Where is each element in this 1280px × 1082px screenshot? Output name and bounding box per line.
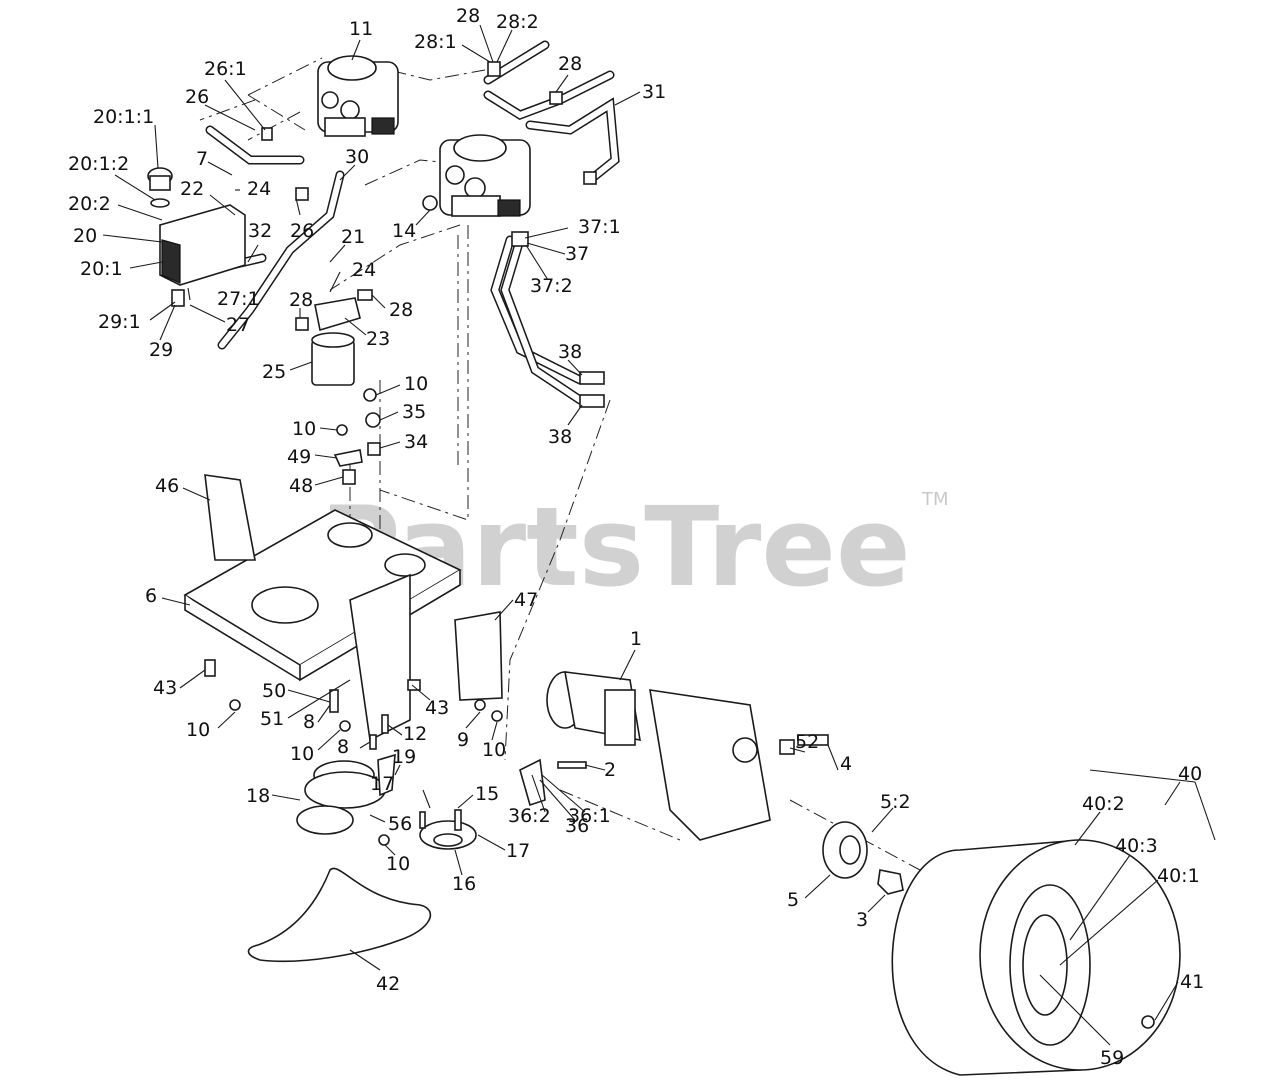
callout-10e: 10 bbox=[290, 743, 314, 765]
callout-46: 46 bbox=[155, 475, 179, 497]
callout-19: 19 bbox=[392, 746, 416, 768]
callout-14: 14 bbox=[392, 220, 416, 242]
callout-56: 56 bbox=[388, 813, 412, 835]
callout-31: 31 bbox=[642, 81, 666, 103]
callout-27-1: 27:1 bbox=[217, 288, 260, 310]
gearbox-motor bbox=[546, 671, 641, 746]
callout-28d: 28 bbox=[389, 299, 413, 321]
callout-40-1: 40:1 bbox=[1157, 865, 1200, 887]
callout-17b: 17 bbox=[506, 840, 530, 862]
misc-hardware bbox=[204, 659, 829, 846]
callout-43a: 43 bbox=[153, 677, 177, 699]
callout-38a: 38 bbox=[558, 341, 582, 363]
callout-8a: 8 bbox=[303, 711, 315, 733]
callout-17a: 17 bbox=[370, 773, 394, 795]
callout-labels: 11 28 28:2 28:1 28 31 26:1 26 20:1:1 30 … bbox=[68, 5, 1204, 1069]
callout-37-2: 37:2 bbox=[530, 275, 573, 297]
callout-49: 49 bbox=[287, 446, 311, 468]
callout-20-1: 20:1 bbox=[80, 258, 123, 280]
callout-21: 21 bbox=[341, 226, 365, 248]
callout-22: 22 bbox=[180, 178, 204, 200]
callout-10a: 10 bbox=[404, 373, 428, 395]
callout-24a: 24 bbox=[247, 178, 271, 200]
callout-12: 12 bbox=[403, 723, 427, 745]
callout-35: 35 bbox=[402, 401, 426, 423]
callout-26-1: 26:1 bbox=[204, 58, 247, 80]
oil-filter bbox=[311, 297, 361, 386]
callout-32: 32 bbox=[248, 220, 272, 242]
callout-20-1-2: 20:1:2 bbox=[68, 153, 129, 175]
mounting-frame bbox=[183, 509, 462, 742]
callout-3: 3 bbox=[856, 909, 868, 931]
callout-40-3: 40:3 bbox=[1115, 835, 1158, 857]
callout-28a: 28 bbox=[456, 5, 480, 27]
hydraulic-reservoir bbox=[147, 167, 246, 307]
callout-20-2: 20:2 bbox=[68, 193, 111, 215]
callout-8b: 8 bbox=[337, 736, 349, 758]
callout-27: 27 bbox=[226, 314, 250, 336]
callout-36-2: 36:2 bbox=[508, 805, 551, 827]
callout-16: 16 bbox=[452, 873, 476, 895]
callout-26a: 26 bbox=[185, 86, 209, 108]
callout-9: 9 bbox=[457, 729, 469, 751]
callout-6: 6 bbox=[145, 585, 157, 607]
callout-51: 51 bbox=[260, 708, 284, 730]
callout-34: 34 bbox=[404, 431, 428, 453]
callout-50: 50 bbox=[262, 680, 286, 702]
callout-42: 42 bbox=[376, 973, 400, 995]
callout-59: 59 bbox=[1100, 1047, 1124, 1069]
callout-43b: 43 bbox=[425, 697, 449, 719]
callout-18: 18 bbox=[246, 785, 270, 807]
callout-47: 47 bbox=[514, 589, 538, 611]
callout-10d: 10 bbox=[482, 739, 506, 761]
callout-28-2: 28:2 bbox=[496, 11, 539, 33]
callout-5-2: 5:2 bbox=[880, 791, 911, 813]
callout-36-1: 36:1 bbox=[568, 805, 611, 827]
fittings bbox=[261, 61, 605, 408]
callout-10b: 10 bbox=[292, 418, 316, 440]
callout-30: 30 bbox=[345, 146, 369, 168]
tire-wheel bbox=[891, 839, 1181, 1076]
callout-7: 7 bbox=[196, 148, 208, 170]
drive-belt bbox=[247, 867, 432, 963]
hardware-stack bbox=[333, 388, 381, 485]
hydraulic-pump-upper bbox=[317, 55, 399, 137]
hydraulic-pump-lower bbox=[439, 134, 531, 217]
callout-5: 5 bbox=[787, 889, 799, 911]
callout-26b: 26 bbox=[290, 220, 314, 242]
callout-10f: 10 bbox=[386, 853, 410, 875]
watermark-trademark: TM bbox=[921, 489, 949, 510]
callout-10c: 10 bbox=[186, 719, 210, 741]
callout-24b: 24 bbox=[352, 259, 376, 281]
callout-20-1-1: 20:1:1 bbox=[93, 106, 154, 128]
callout-15: 15 bbox=[475, 783, 499, 805]
callout-37: 37 bbox=[565, 243, 589, 265]
callout-11: 11 bbox=[349, 18, 373, 40]
callout-41: 41 bbox=[1180, 971, 1204, 993]
callout-2: 2 bbox=[604, 759, 616, 781]
callout-28b: 28 bbox=[558, 53, 582, 75]
callout-48: 48 bbox=[289, 475, 313, 497]
wheel-housing bbox=[649, 689, 771, 841]
callout-40: 40 bbox=[1178, 763, 1202, 785]
callout-4: 4 bbox=[840, 753, 852, 775]
callout-28-1: 28:1 bbox=[414, 31, 457, 53]
brackets bbox=[204, 474, 503, 701]
callout-40-2: 40:2 bbox=[1082, 793, 1125, 815]
wheel-hub bbox=[822, 821, 904, 895]
callout-20: 20 bbox=[73, 225, 97, 247]
callout-36: 36 bbox=[565, 815, 589, 837]
callout-38b: 38 bbox=[548, 426, 572, 448]
callout-52: 52 bbox=[795, 731, 819, 753]
leader-lines bbox=[102, 24, 1216, 1046]
callout-28c: 28 bbox=[289, 289, 313, 311]
callout-1: 1 bbox=[630, 628, 642, 650]
callout-37-1: 37:1 bbox=[578, 216, 621, 238]
callout-29-1: 29:1 bbox=[98, 311, 141, 333]
callout-29: 29 bbox=[149, 339, 173, 361]
callout-25: 25 bbox=[262, 361, 286, 383]
callout-23: 23 bbox=[366, 328, 390, 350]
